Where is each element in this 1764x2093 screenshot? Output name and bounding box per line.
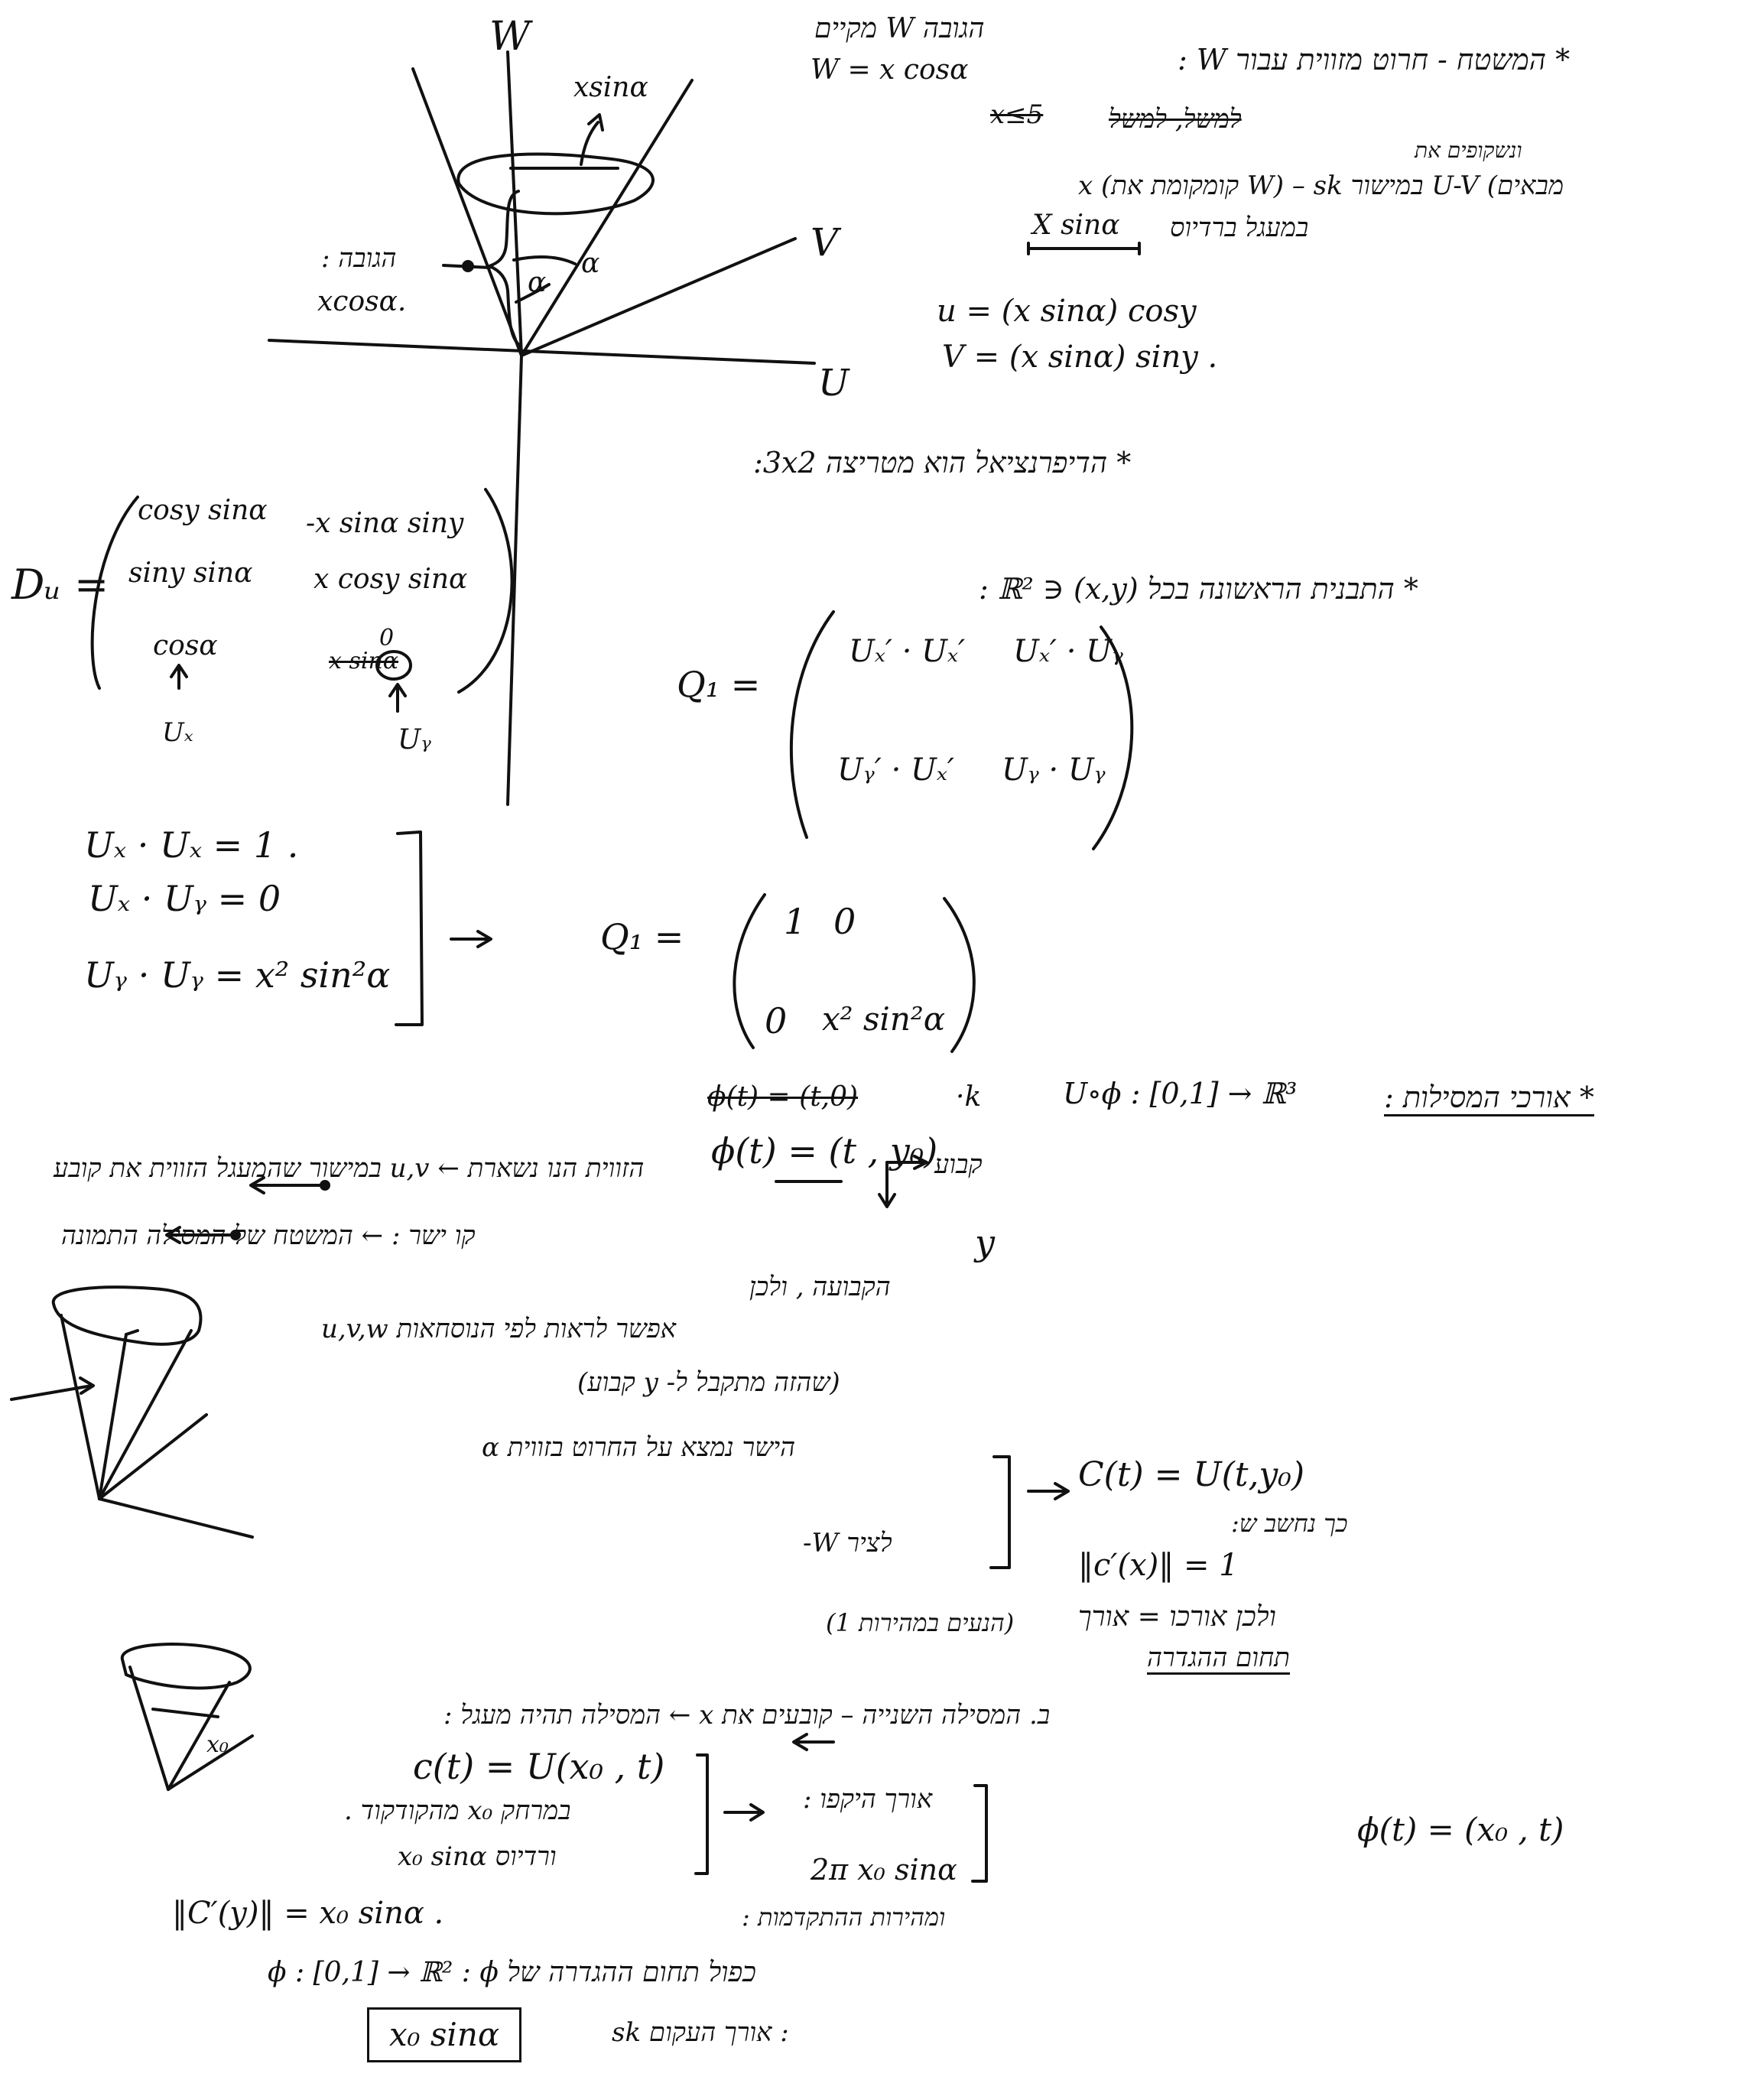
domain-2: ϕ : [0,1] → ℝ² : ϕ כפול תחום ההגדרה של xyxy=(268,1957,756,1988)
uy-label: Uᵧ xyxy=(398,724,431,756)
ux-label: Uₓ xyxy=(162,717,193,748)
curves-line-2: קו ישר : ← המשטח של המסילה התמונה xyxy=(61,1220,476,1251)
axis-u-label: U xyxy=(818,362,850,405)
height-expr: xcosα. xyxy=(317,286,407,317)
d-m31: cosα xyxy=(153,630,218,661)
param-title: * המשטח - חרוט מזווית עבור W : xyxy=(1178,43,1571,76)
q1-result-label: Q₁ = xyxy=(600,916,684,957)
answer-box: x₀ sinα xyxy=(367,2007,522,2063)
projection-line-3: במעגל ברדיוס xyxy=(1170,213,1309,243)
d-m11: cosy sinα xyxy=(138,495,268,526)
curves-line-4: u,v,w אפשר לראות לפי הנוסחאות xyxy=(321,1314,677,1344)
alpha-arc-2 xyxy=(512,255,577,265)
norm-2: ‖C′(y)‖ = x₀ sinα . xyxy=(172,1896,444,1931)
k-label: ·k xyxy=(956,1081,982,1113)
domain-label: תחום ההגדרה xyxy=(1147,1643,1290,1675)
d-m12: -x sinα siny xyxy=(306,508,464,539)
curves-line-1: הזווית הנו נשארת ← u,v במישור שהמעגל הזו… xyxy=(54,1153,645,1184)
second-c-equation: c(t) = U(x₀ , t) xyxy=(413,1746,665,1787)
q-matrix-label: Q₁ = xyxy=(677,664,761,705)
small-cone-2 xyxy=(120,1643,252,1690)
axis-u-line xyxy=(268,339,816,365)
speed-2: ומהירות ההתקדמות : xyxy=(742,1903,946,1932)
v-equation: V = (x sinα) siny . xyxy=(942,340,1218,375)
q-12: Uₓ′ · Uᵧ xyxy=(1013,634,1123,669)
d-m22: x cosy sinα xyxy=(313,564,468,595)
dot-product-3: Uᵧ · Uᵧ = x² sin²α xyxy=(84,954,391,996)
q1-r11: 1 xyxy=(784,901,807,942)
phi-definition: ϕ(t) = (t , y₀) xyxy=(711,1130,938,1172)
calc-label: כך נחשב ש: xyxy=(1231,1509,1348,1538)
alpha-label-2: α xyxy=(581,248,600,279)
curves-line-5: (שהזה מתקבל ל- y קבוע) xyxy=(577,1367,840,1398)
curves-line-3: הקבועה , ולכן xyxy=(749,1272,891,1302)
axis-v-line xyxy=(520,237,797,357)
u-equation: u = (x sinα) cosy xyxy=(937,294,1197,329)
small-cone-1 xyxy=(51,1285,203,1346)
x0-label: x₀ xyxy=(206,1731,229,1758)
q1-r21: 0 xyxy=(765,1000,788,1042)
speed-note: (הנעים במהירות 1) xyxy=(826,1608,1015,1637)
first-form-title: * התבנית הראשונה בכל (x,y) ∈ ℝ² : xyxy=(979,572,1418,606)
y-label: y xyxy=(975,1222,995,1263)
axis-down-line xyxy=(506,354,523,806)
axis-v-label: V xyxy=(811,220,839,265)
height-arrow xyxy=(442,264,491,269)
q-11: Uₓ′ · Uₓ′ xyxy=(849,634,966,669)
curves-line-6: הישר נמצא על החרוט בזווית α xyxy=(482,1432,796,1463)
d-m32-struck: x sinα xyxy=(329,648,399,674)
scratch-text: x≤5 xyxy=(990,99,1044,130)
length-line: ולכן אורכו = אורך xyxy=(1078,1601,1276,1633)
q-21: Uᵧ′ · Uₓ′ xyxy=(837,752,954,788)
distance-note: במרחק x₀ מהקודקוד . xyxy=(344,1796,571,1826)
q-left-paren xyxy=(789,610,835,839)
projection-line-2: x (קומקומת את W) – sk במישור U-V (מבאים xyxy=(1078,171,1564,201)
q1-r22: x² sin²α xyxy=(822,1000,946,1038)
q-22: Uᵧ · Uᵧ xyxy=(1002,752,1106,788)
norm-equation: ‖c′(x)‖ = 1 xyxy=(1078,1548,1239,1583)
curves-line-7: לציר W- xyxy=(803,1528,892,1558)
dot-product-2: Uₓ · Uᵧ = 0 xyxy=(88,878,281,919)
projection-radius: X sinα xyxy=(1032,210,1120,241)
second-line-1: ב. המסילה השנייה – קובעים את x ← המסילה … xyxy=(443,1700,1051,1731)
struck-phi: ϕ(t) = (t,0) xyxy=(707,1081,859,1113)
composition: U∘ϕ : [0,1] → ℝ³ xyxy=(1063,1077,1298,1110)
height-note: הגובה W מקיים xyxy=(814,13,985,44)
d-matrix-label: Dᵤ = xyxy=(11,561,109,609)
projection-line-1: ונשקופים את xyxy=(1415,138,1522,163)
axis-w-label: W xyxy=(489,14,531,60)
diff-title: * הדיפרנציאל הוא מטריצה 3x2: xyxy=(753,446,1132,479)
w-equation: W = x cosα xyxy=(811,54,969,86)
q1-r12: 0 xyxy=(833,901,856,942)
d-m21: siny sinα xyxy=(128,557,253,589)
second-phi: ϕ(t) = (x₀ , t) xyxy=(1357,1811,1564,1848)
d-m32: 0 xyxy=(379,625,395,652)
axis-w-line xyxy=(506,50,523,357)
xsin-arrow xyxy=(580,121,599,166)
dots-bracket xyxy=(395,830,424,1026)
c-equation: C(t) = U(t,y₀) xyxy=(1078,1455,1305,1494)
radius-note: x₀ sinα ורדיוס xyxy=(398,1841,557,1872)
dot-product-1: Uₓ · Uₓ = 1 . xyxy=(84,824,299,866)
circumference: 2π x₀ sinα xyxy=(811,1853,957,1887)
height-label: הגובה : xyxy=(321,243,397,274)
cone-rim xyxy=(456,152,655,216)
circumference-title: אורך היקפו : xyxy=(803,1784,933,1815)
scratch-hebrew: למשל, למשל xyxy=(1109,104,1242,135)
alpha-label: α xyxy=(528,267,547,298)
curves-title: * אורכי המסילות : xyxy=(1384,1081,1594,1116)
fixed-label: קבוע xyxy=(934,1149,983,1180)
cone-right-line xyxy=(520,79,694,357)
cone-left-line xyxy=(411,67,523,357)
x-sin-label: xsinα xyxy=(573,72,648,103)
arc-length-label: sk אורך העקום : xyxy=(612,2017,789,2048)
height-brace xyxy=(488,190,521,347)
